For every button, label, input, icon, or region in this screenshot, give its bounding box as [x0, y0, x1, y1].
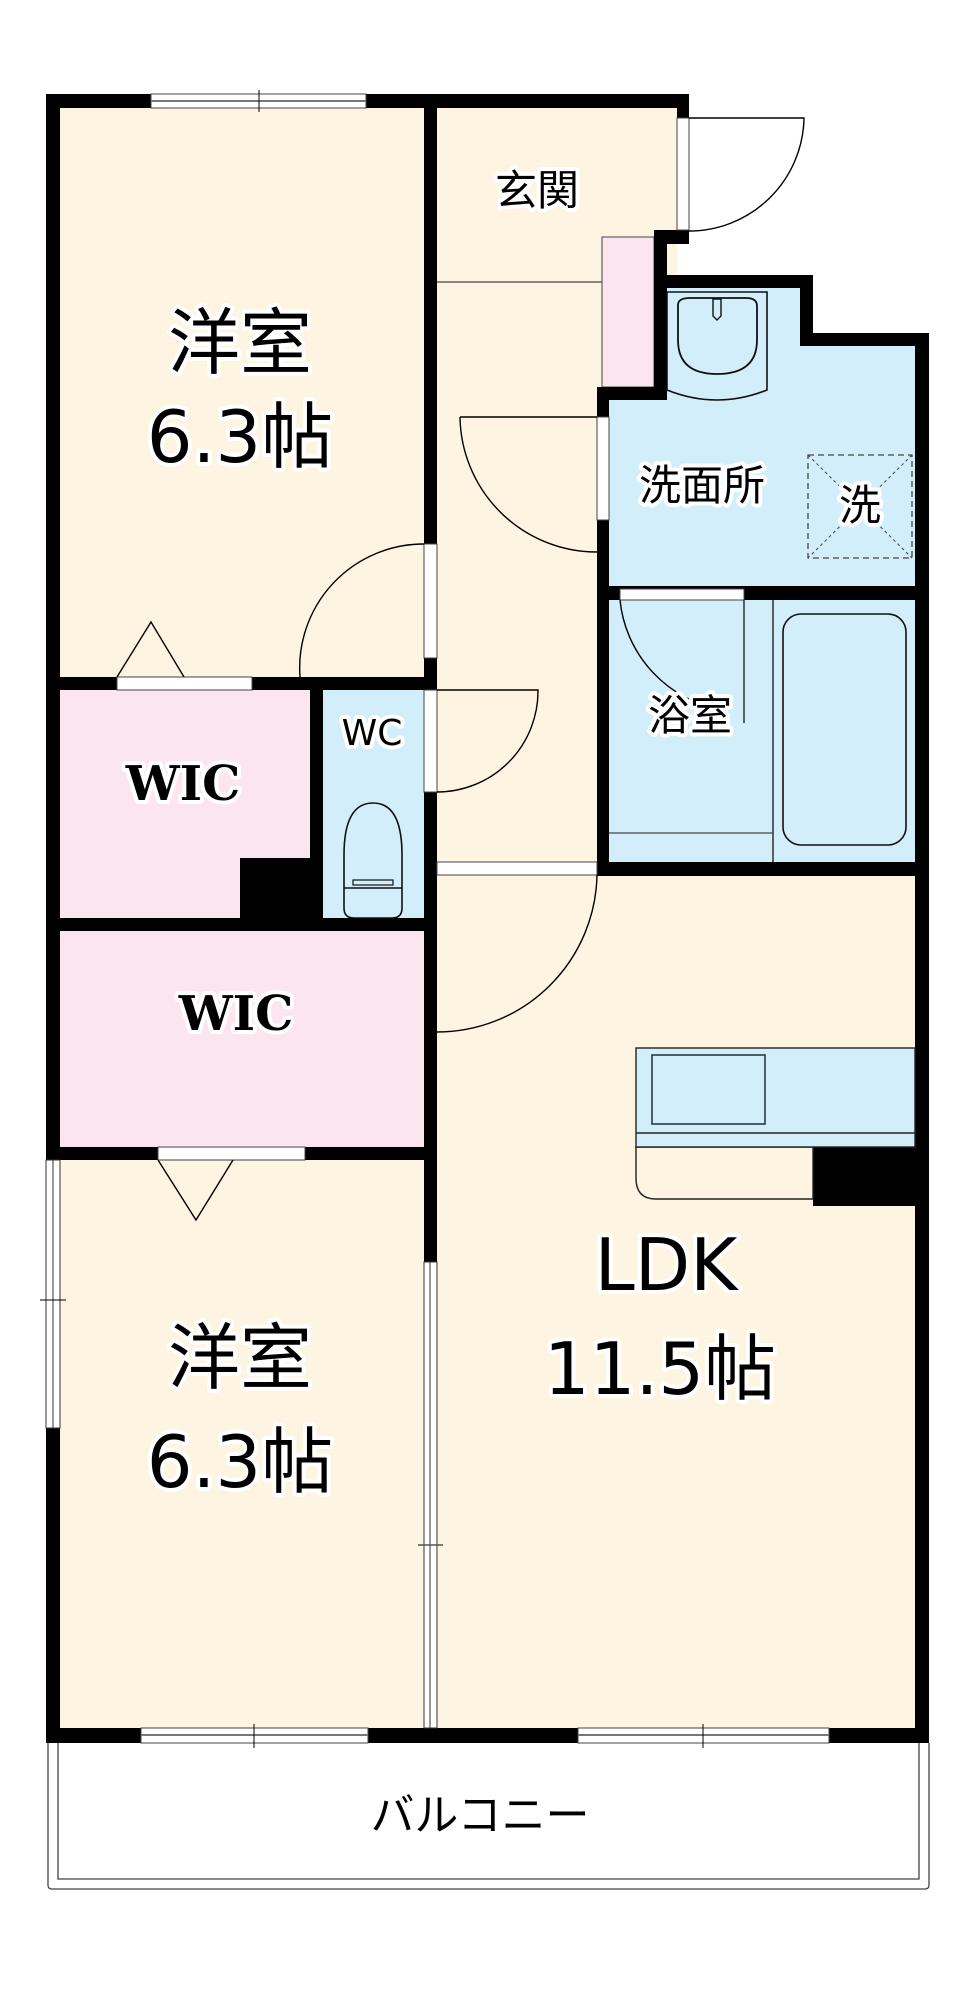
western-room-1-size: 6.3帖	[147, 395, 334, 479]
western-room-1-name: 洋室	[168, 301, 312, 385]
bathroom-label: 浴室	[648, 691, 732, 740]
kitchen-counter-icon	[635, 1047, 916, 1200]
washer-label: 洗	[839, 481, 881, 530]
ldk-size: 11.5帖	[544, 1327, 776, 1411]
labels: 洋室 6.3帖 玄関 洗面所 洗 浴室 WC WIC WIC LDK 11.5帖…	[121, 162, 885, 1841]
shoe-cabinet	[601, 236, 655, 388]
ldk-door[interactable]	[436, 861, 598, 876]
wic2-door[interactable]	[157, 1146, 306, 1161]
doors	[116, 117, 805, 1222]
floor-wic-2	[60, 931, 424, 1147]
bedroom1-door[interactable]	[423, 543, 438, 659]
washroom-door[interactable]	[596, 416, 610, 521]
fixtures	[47, 291, 930, 1890]
front-door[interactable]	[676, 117, 690, 231]
wc-label: WC	[342, 713, 403, 754]
western-room-2-name: 洋室	[168, 1316, 312, 1400]
balcony-label: バルコニー	[370, 1790, 589, 1841]
washer-space-icon	[807, 454, 913, 559]
entrance-label: 玄関	[495, 166, 579, 215]
windows	[40, 90, 830, 1748]
balcony-outline	[47, 1743, 930, 1890]
toilet-icon	[343, 802, 403, 919]
wic-2-label: WIC	[178, 986, 294, 1042]
floor-ldk	[437, 875, 915, 1728]
floor-western-room-2	[60, 1160, 424, 1728]
wc-door[interactable]	[423, 689, 438, 793]
vanity-sink-icon	[666, 291, 768, 401]
floor-western-room-1	[60, 108, 424, 677]
wic-1-label: WIC	[125, 756, 241, 812]
bathtub-icon	[609, 600, 907, 862]
ldk-name: LDK	[595, 1223, 740, 1307]
wic1-door[interactable]	[116, 676, 253, 691]
western-room-2-size: 6.3帖	[147, 1420, 334, 1504]
bathroom-door[interactable]	[619, 588, 745, 601]
floor-hallway	[437, 235, 597, 875]
washroom-label: 洗面所	[639, 461, 765, 510]
